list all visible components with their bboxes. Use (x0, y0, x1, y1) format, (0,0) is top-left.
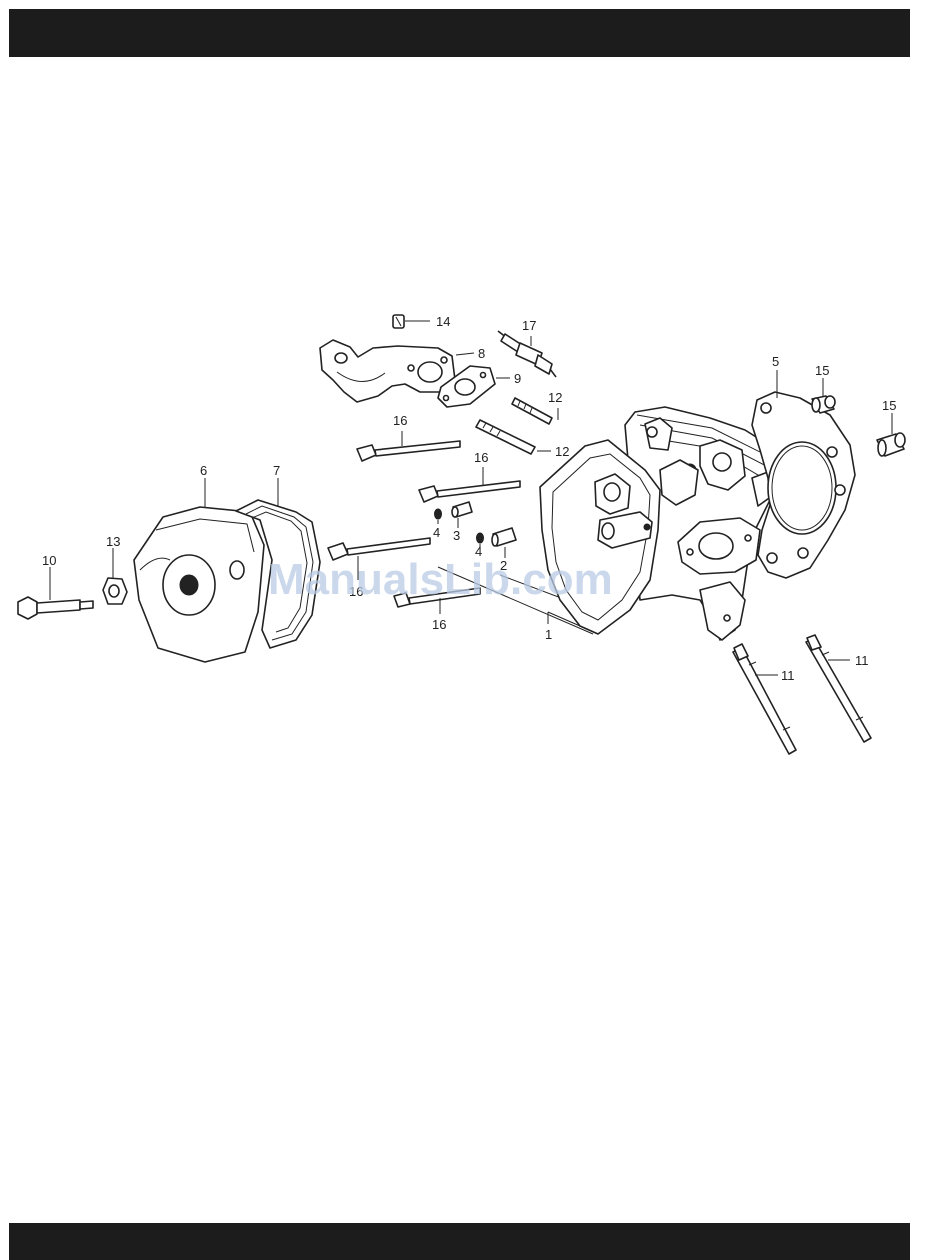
callout-16a: 16 (393, 413, 407, 428)
callout-16d: 16 (432, 617, 446, 632)
part-17-spark-plug (498, 331, 556, 377)
callout-8: 8 (478, 346, 485, 361)
part-15-dowel-pin-a (812, 378, 835, 413)
part-12-stud-lower (476, 420, 551, 454)
part-10-cover-bolt (18, 567, 93, 619)
callout-13: 13 (106, 534, 120, 549)
part-11-stud-b (806, 635, 871, 742)
callout-3: 3 (453, 528, 460, 543)
callout-4a: 4 (433, 525, 440, 540)
part-11-stud-a (733, 644, 796, 754)
part-13-washer (103, 548, 127, 604)
part-5-head-gasket (752, 370, 855, 578)
part-6-head-cover (134, 478, 264, 662)
callout-7: 7 (273, 463, 280, 478)
callout-9: 9 (514, 371, 521, 386)
part-16-bolt-b (419, 467, 520, 502)
part-1-cylinder-head (540, 407, 780, 640)
callout-12a: 12 (548, 390, 562, 405)
part-14-nut (393, 315, 430, 328)
part-16-bolt-a (357, 431, 460, 461)
callout-5: 5 (772, 354, 779, 369)
callout-11b: 11 (855, 653, 869, 668)
part-2-valve-guide (492, 528, 516, 558)
callout-14: 14 (436, 314, 450, 329)
callout-16b: 16 (474, 450, 488, 465)
part-15-dowel-pin-b (877, 413, 905, 456)
callout-12b: 12 (555, 444, 569, 459)
callout-6: 6 (200, 463, 207, 478)
watermark-text: ManualsLib.com (268, 555, 613, 604)
part-4-clip-a (435, 509, 442, 524)
callout-15a: 15 (815, 363, 829, 378)
callout-17: 17 (522, 318, 536, 333)
part-3-valve-guide (452, 502, 472, 528)
callout-15b: 15 (882, 398, 896, 413)
callout-10: 10 (42, 553, 56, 568)
callout-1: 1 (545, 627, 552, 642)
callout-11a: 11 (781, 668, 795, 683)
